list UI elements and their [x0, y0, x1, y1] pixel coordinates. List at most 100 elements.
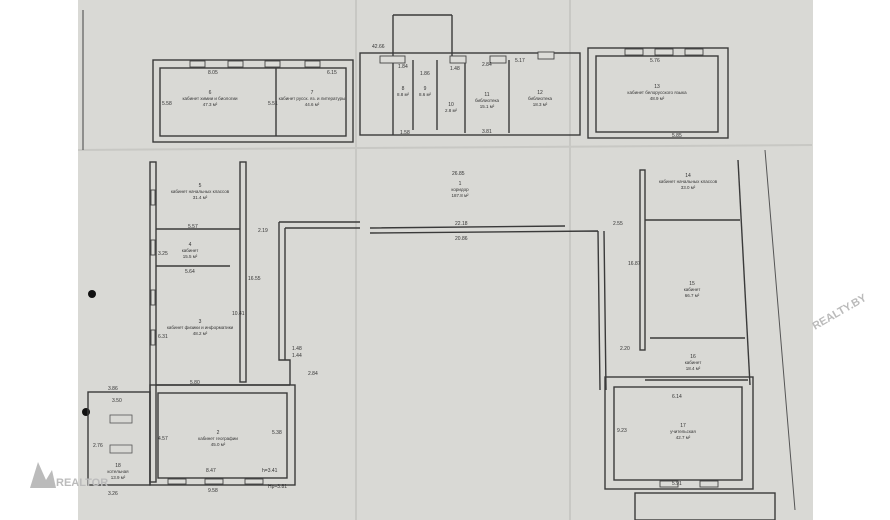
svg-text:5.91: 5.91 [672, 481, 682, 487]
svg-text:кабинет химии и биологии: кабинет химии и биологии [182, 96, 238, 101]
svg-text:8.47: 8.47 [206, 468, 216, 474]
svg-text:1.58: 1.58 [400, 130, 410, 136]
svg-text:31.4 м²: 31.4 м² [193, 195, 208, 200]
svg-text:7: 7 [311, 90, 314, 96]
svg-text:библиотека: библиотека [528, 96, 553, 101]
svg-text:15: 15 [689, 281, 695, 287]
svg-text:9: 9 [424, 86, 427, 92]
svg-text:2.84: 2.84 [308, 371, 318, 377]
svg-text:2.55: 2.55 [613, 221, 623, 227]
svg-text:2.8 м²: 2.8 м² [445, 108, 458, 113]
binder-hole [82, 408, 90, 416]
svg-text:кабинет начальных классов: кабинет начальных классов [659, 179, 718, 184]
svg-text:16: 16 [690, 354, 696, 360]
svg-text:2.20: 2.20 [620, 346, 630, 352]
svg-text:библиотека: библиотека [475, 98, 500, 103]
svg-text:5.38: 5.38 [272, 430, 282, 436]
svg-text:3.86: 3.86 [108, 386, 118, 392]
svg-text:18: 18 [115, 463, 121, 469]
svg-text:REALTOR: REALTOR [56, 477, 108, 489]
svg-text:10: 10 [448, 102, 454, 108]
svg-text:8.8 м²: 8.8 м² [397, 92, 410, 97]
svg-text:5.58: 5.58 [162, 101, 172, 107]
svg-text:12: 12 [537, 90, 543, 96]
svg-text:26.85: 26.85 [452, 171, 465, 177]
title-block [634, 492, 776, 520]
svg-text:2.19: 2.19 [258, 228, 268, 234]
right-wing [604, 159, 776, 520]
svg-text:кабинет: кабинет [685, 360, 702, 365]
svg-text:47.3 м²: 47.3 м² [203, 102, 218, 107]
svg-text:3.50: 3.50 [112, 398, 122, 404]
svg-text:13: 13 [654, 84, 660, 90]
svg-text:15.5 м²: 15.5 м² [183, 254, 198, 259]
svg-text:кабинет русск. яз. и литератур: кабинет русск. яз. и литературы [279, 96, 346, 101]
svg-text:5.76: 5.76 [650, 58, 660, 64]
svg-text:5.85: 5.85 [672, 133, 682, 139]
svg-text:8.05: 8.05 [208, 70, 218, 76]
svg-text:2.84: 2.84 [482, 62, 492, 68]
svg-text:6.31: 6.31 [158, 334, 168, 340]
svg-text:5: 5 [199, 183, 202, 189]
svg-text:5.51: 5.51 [268, 101, 278, 107]
svg-text:5.57: 5.57 [188, 224, 198, 230]
svg-text:1.48: 1.48 [292, 346, 302, 352]
svg-text:5.80: 5.80 [190, 380, 200, 386]
svg-text:3.25: 3.25 [158, 251, 168, 257]
svg-text:2.76: 2.76 [93, 443, 103, 449]
svg-text:учительская: учительская [670, 429, 696, 434]
svg-text:48.2 м²: 48.2 м² [193, 331, 208, 336]
corridor-walls [369, 225, 607, 391]
svg-text:20.86: 20.86 [455, 236, 468, 242]
svg-text:9.23: 9.23 [617, 428, 627, 434]
svg-text:187.8 м²: 187.8 м² [451, 193, 469, 198]
svg-text:8: 8 [402, 86, 405, 92]
top-wing [152, 14, 729, 143]
watermark-right: REALTY.BY [811, 292, 870, 333]
svg-text:1.48: 1.48 [450, 66, 460, 72]
svg-text:кабинет начальных классов: кабинет начальных классов [171, 189, 230, 194]
svg-text:6.14: 6.14 [672, 394, 682, 400]
svg-text:11: 11 [484, 92, 489, 98]
svg-text:66.7 м²: 66.7 м² [685, 293, 700, 298]
svg-text:5.64: 5.64 [185, 269, 195, 275]
left-wing [87, 161, 360, 486]
svg-text:3: 3 [199, 319, 202, 325]
svg-text:13.9 м²: 13.9 м² [111, 475, 126, 480]
svg-text:1.86: 1.86 [420, 71, 430, 77]
svg-text:15.1 м²: 15.1 м² [480, 104, 495, 109]
svg-text:10.41: 10.41 [232, 311, 245, 317]
svg-text:16.87: 16.87 [628, 261, 641, 267]
svg-text:1.84: 1.84 [398, 64, 408, 70]
svg-text:коридор: коридор [451, 187, 469, 192]
svg-text:44.6 м²: 44.6 м² [305, 102, 320, 107]
svg-text:3.81: 3.81 [482, 129, 492, 135]
svg-text:6: 6 [209, 90, 212, 96]
svg-text:48.9 м²: 48.9 м² [650, 96, 665, 101]
svg-text:5.17: 5.17 [515, 58, 525, 64]
svg-text:14: 14 [685, 173, 691, 179]
svg-text:6.15: 6.15 [327, 70, 337, 76]
watermark-left: REALTOR [30, 462, 108, 489]
svg-text:33.0 м²: 33.0 м² [681, 185, 696, 190]
svg-text:18.4 м²: 18.4 м² [686, 366, 701, 371]
svg-text:h=3.41: h=3.41 [262, 468, 278, 474]
svg-text:42.7 м²: 42.7 м² [676, 435, 691, 440]
svg-text:1: 1 [459, 181, 462, 187]
svg-text:18.3 м²: 18.3 м² [533, 102, 548, 107]
svg-text:42.66: 42.66 [372, 44, 385, 50]
paper-sheet [78, 0, 813, 520]
svg-text:Hp=3.81: Hp=3.81 [268, 484, 287, 490]
svg-text:1.44: 1.44 [292, 353, 302, 359]
svg-text:3.26: 3.26 [108, 491, 118, 497]
binder-hole [88, 290, 96, 298]
paper-fold [77, 144, 813, 151]
realtor-logo-icon [30, 462, 56, 488]
svg-text:4: 4 [189, 242, 192, 248]
svg-text:кабинет географии: кабинет географии [198, 436, 238, 441]
svg-text:кабинет: кабинет [182, 248, 199, 253]
frame-line [764, 149, 796, 511]
svg-text:8.6 м²: 8.6 м² [419, 92, 432, 97]
svg-text:9.58: 9.58 [208, 488, 218, 494]
